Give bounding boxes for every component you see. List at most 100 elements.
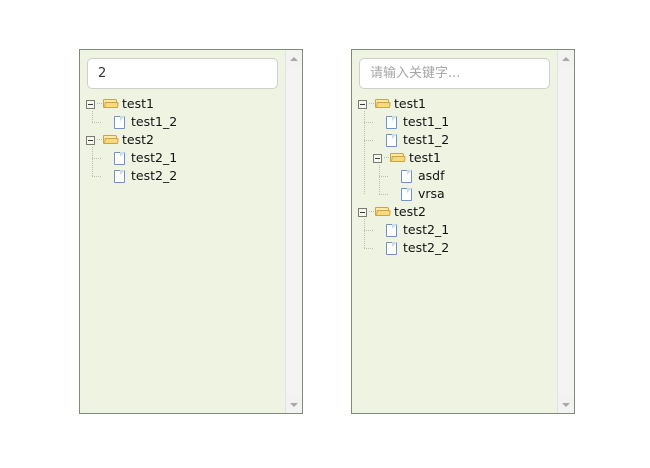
tree-file-row[interactable]: test2_2	[101, 167, 285, 185]
tree-node-label: test2_2	[131, 168, 178, 183]
tree-node: vrsa	[388, 185, 557, 203]
tree-file-row[interactable]: test1_2	[101, 113, 285, 131]
tree-child-list: test1_2	[86, 111, 285, 131]
tree-indent-spacer	[373, 226, 384, 235]
tree-node: test1 asdf vrsa	[373, 149, 557, 203]
folder-icon	[390, 151, 406, 165]
left-scrollbar[interactable]	[285, 50, 302, 413]
file-icon	[399, 169, 415, 183]
tree-node-label: test1	[409, 150, 441, 165]
tree-folder-row[interactable]: test2	[86, 131, 285, 149]
tree-node-label: test1_2	[403, 132, 450, 147]
tree-indent-spacer	[388, 190, 399, 199]
tree-indent-spacer	[388, 172, 399, 181]
search-input[interactable]	[87, 58, 278, 89]
collapse-minus-icon[interactable]	[373, 153, 382, 163]
folder-icon	[103, 97, 119, 111]
tree-node: test1 test1_1 test1_2 test1 asdf vrsa	[358, 95, 557, 203]
left-scroll-up-button[interactable]	[286, 50, 302, 67]
collapse-minus-icon[interactable]	[86, 99, 95, 109]
left-scrollbar-track[interactable]	[286, 67, 302, 396]
tree-connector-line	[369, 103, 374, 105]
file-icon	[384, 223, 400, 237]
tree-file-row[interactable]: vrsa	[388, 185, 557, 203]
tree-node-label: test1_1	[403, 114, 450, 129]
tree-node: test2_1	[373, 221, 557, 239]
tree-node: test1 test1_2	[86, 95, 285, 131]
tree-file-row[interactable]: test2_1	[373, 221, 557, 239]
file-icon	[399, 187, 415, 201]
triangle-up-icon	[562, 56, 570, 61]
tree-file-row[interactable]: test2_2	[373, 239, 557, 257]
tree-node: asdf	[388, 167, 557, 185]
tree-connector-line	[97, 103, 102, 105]
file-icon	[112, 151, 128, 165]
right-search-wrap	[352, 50, 557, 93]
tree-folder-row[interactable]: test1	[373, 149, 557, 167]
folder-icon	[375, 205, 391, 219]
tree-folder-row[interactable]: test1	[86, 95, 285, 113]
right-panel-body: test1test1_1test1_2test1asdfvrsatest2tes…	[352, 50, 557, 413]
tree-node: test2_2	[373, 239, 557, 257]
tree-folder-row[interactable]: test2	[358, 203, 557, 221]
tree-indent-spacer	[373, 118, 384, 127]
tree-node-label: vrsa	[418, 186, 445, 201]
right-scrollbar[interactable]	[557, 50, 574, 413]
tree-child-list: test1_1 test1_2 test1 asdf vrsa	[358, 111, 557, 203]
collapse-minus-icon[interactable]	[358, 99, 367, 109]
right-scrollbar-track[interactable]	[558, 67, 574, 396]
file-icon	[384, 241, 400, 255]
tree-connector-line	[369, 211, 374, 213]
file-icon	[112, 115, 128, 129]
search-input[interactable]	[359, 58, 550, 89]
tree-node-label: test1	[394, 96, 426, 111]
right-tree-panel: test1test1_1test1_2test1asdfvrsatest2tes…	[351, 49, 575, 414]
left-scroll-down-button[interactable]	[286, 396, 302, 413]
tree-node: test2_2	[101, 167, 285, 185]
triangle-down-icon	[562, 402, 570, 407]
triangle-up-icon	[290, 56, 298, 61]
tree-file-row[interactable]: asdf	[388, 167, 557, 185]
tree-node-label: test1_2	[131, 114, 178, 129]
tree-node-label: asdf	[418, 168, 445, 183]
tree-child-list: asdf vrsa	[373, 165, 557, 203]
tree-file-row[interactable]: test2_1	[101, 149, 285, 167]
tree-node: test2_1	[101, 149, 285, 167]
file-icon	[384, 115, 400, 129]
tree-connector-line	[384, 157, 389, 159]
folder-icon	[103, 133, 119, 147]
tree-node: test1_2	[373, 131, 557, 149]
tree-node: test1_2	[101, 113, 285, 131]
tree-node-label: test2	[394, 204, 426, 219]
right-scroll-down-button[interactable]	[558, 396, 574, 413]
tree-node-label: test2_1	[403, 222, 450, 237]
tree-node: test2 test2_1 test2_2	[358, 203, 557, 257]
tree-node-label: test1	[122, 96, 154, 111]
right-scroll-up-button[interactable]	[558, 50, 574, 67]
tree-indent-spacer	[101, 154, 112, 163]
tree-indent-spacer	[373, 244, 384, 253]
left-search-wrap	[80, 50, 285, 93]
folder-icon	[375, 97, 391, 111]
collapse-minus-icon[interactable]	[358, 207, 367, 217]
tree-file-row[interactable]: test1_1	[373, 113, 557, 131]
file-icon	[112, 169, 128, 183]
tree-folder-row[interactable]: test1	[358, 95, 557, 113]
tree-child-list: test2_1 test2_2	[358, 219, 557, 257]
collapse-minus-icon[interactable]	[86, 135, 95, 145]
tree-indent-spacer	[101, 118, 112, 127]
tree-file-row[interactable]: test1_2	[373, 131, 557, 149]
tree-node: test1_1	[373, 113, 557, 131]
tree-node-label: test2	[122, 132, 154, 147]
file-icon	[384, 133, 400, 147]
triangle-down-icon	[290, 402, 298, 407]
tree-indent-spacer	[373, 136, 384, 145]
tree-indent-spacer	[101, 172, 112, 181]
